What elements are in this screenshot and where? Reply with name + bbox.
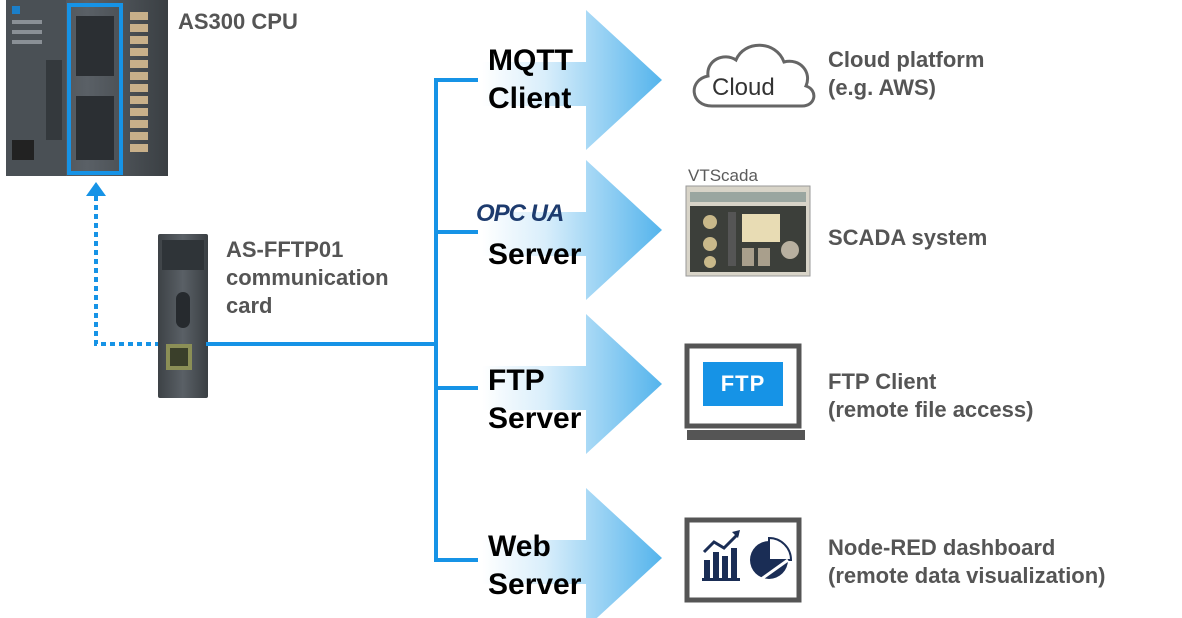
protocol-mqtt-client: MQTT Client [488,42,573,118]
protocol-ftp-server: FTP Server [488,362,581,438]
protocol-opc-ua-server: Server [488,236,581,274]
scada-screenshot [685,185,811,277]
card-label-line-1: AS-FFTP01 [226,237,344,262]
cloud-icon [692,43,816,108]
protocol-line: FTP [488,364,545,397]
pie-chart-icon [750,536,793,582]
target-line: Cloud platform [828,47,985,72]
protocol-web-server: Web Server [488,528,581,604]
dotted-connector-arrowhead [86,182,106,196]
target-line: (e.g. AWS) [828,75,936,100]
cpu-label: AS300 CPU [178,8,298,36]
card-slot-dotted-connector [94,192,160,346]
protocol-line: Server [488,568,582,601]
dashboard-icon [684,517,802,603]
as-fftp01-card-image [158,234,208,398]
ftp-icon-badge: FTP [703,362,783,406]
protocol-line: MQTT [488,44,573,77]
arrow-mqtt [482,10,662,150]
card-label-line-3: card [226,293,273,318]
protocol-line: Client [488,82,572,115]
as300-cpu-image [6,0,168,176]
vtscada-logo-text: VTScada [688,166,758,185]
target-line: (remote data visualization) [828,563,1106,588]
protocol-line: Server [488,402,582,435]
protocol-line: Web [488,530,551,563]
target-scada-system: SCADA system [828,224,987,252]
vtscada-logo: VTScada [688,166,758,186]
cloud-icon-text: Cloud [712,74,775,101]
cpu-label-text: AS300 CPU [178,9,298,34]
opc-ua-logo: OPC UA [476,200,564,228]
target-cloud-platform: Cloud platform (e.g. AWS) [828,46,984,102]
bar-chart-icon [702,530,740,581]
card-label: AS-FFTP01 communication card [226,236,389,320]
target-line: SCADA system [828,225,988,250]
opc-ua-logo-text: OPC UA [476,200,564,227]
network-bus [206,78,478,562]
target-line: FTP Client [828,369,937,394]
target-line: (remote file access) [828,397,1034,422]
arrow-opcua [482,160,662,300]
arrow-web [482,488,662,618]
protocol-line: Server [488,238,582,271]
target-node-red-dashboard: Node-RED dashboard (remote data visualiz… [828,534,1106,590]
card-slot-highlight [67,3,123,175]
target-ftp-client: FTP Client (remote file access) [828,368,1033,424]
target-line: Node-RED dashboard [828,535,1056,560]
card-label-line-2: communication [226,265,389,290]
arrow-ftp [482,314,662,454]
